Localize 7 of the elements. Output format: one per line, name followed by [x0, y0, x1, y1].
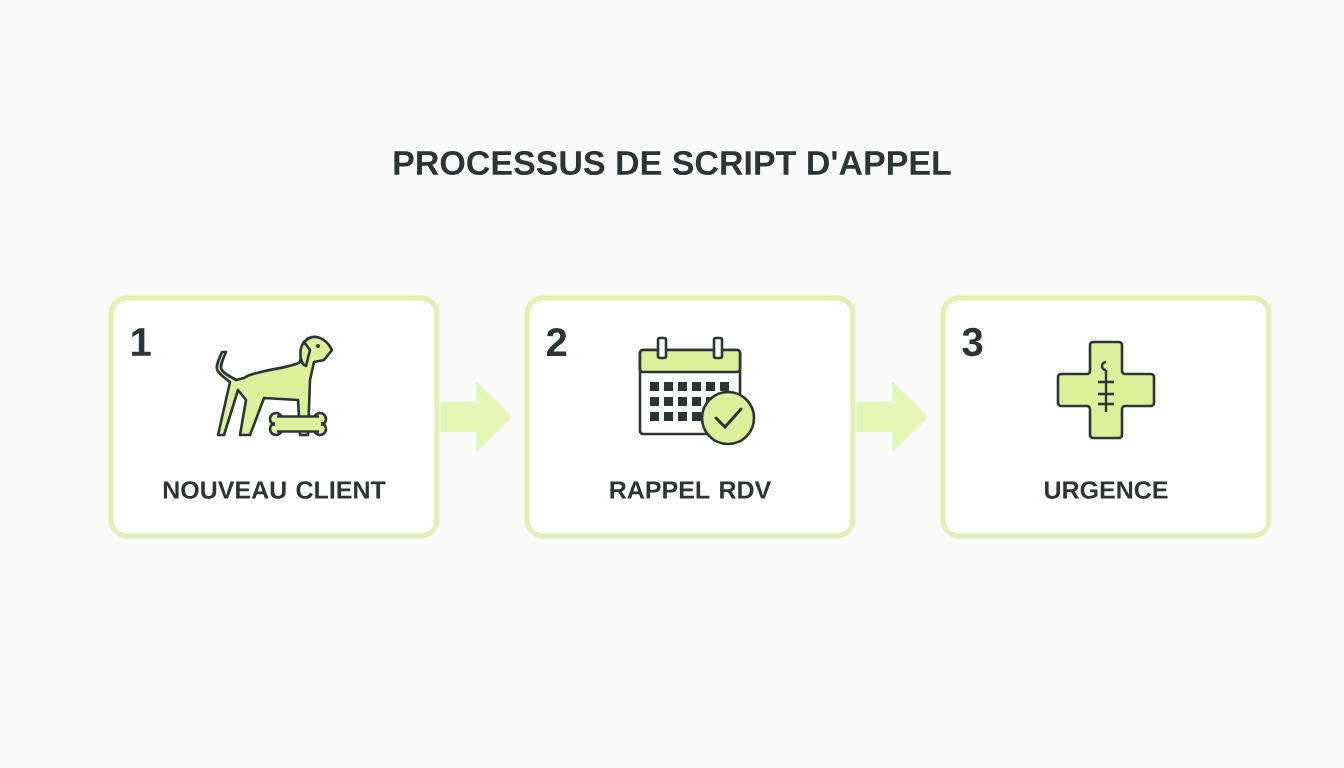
step-number: 1 [132, 328, 151, 356]
step-label: RAPPEL RDV [610, 481, 772, 499]
step-label: URGENCE [1045, 481, 1168, 499]
step-label: NOUVEAU CLIENT [163, 481, 386, 499]
step-number: 2 [546, 328, 567, 356]
title: PROCESSUS DE SCRIPT D'APPEL [394, 150, 951, 176]
step-number: 3 [962, 327, 983, 357]
